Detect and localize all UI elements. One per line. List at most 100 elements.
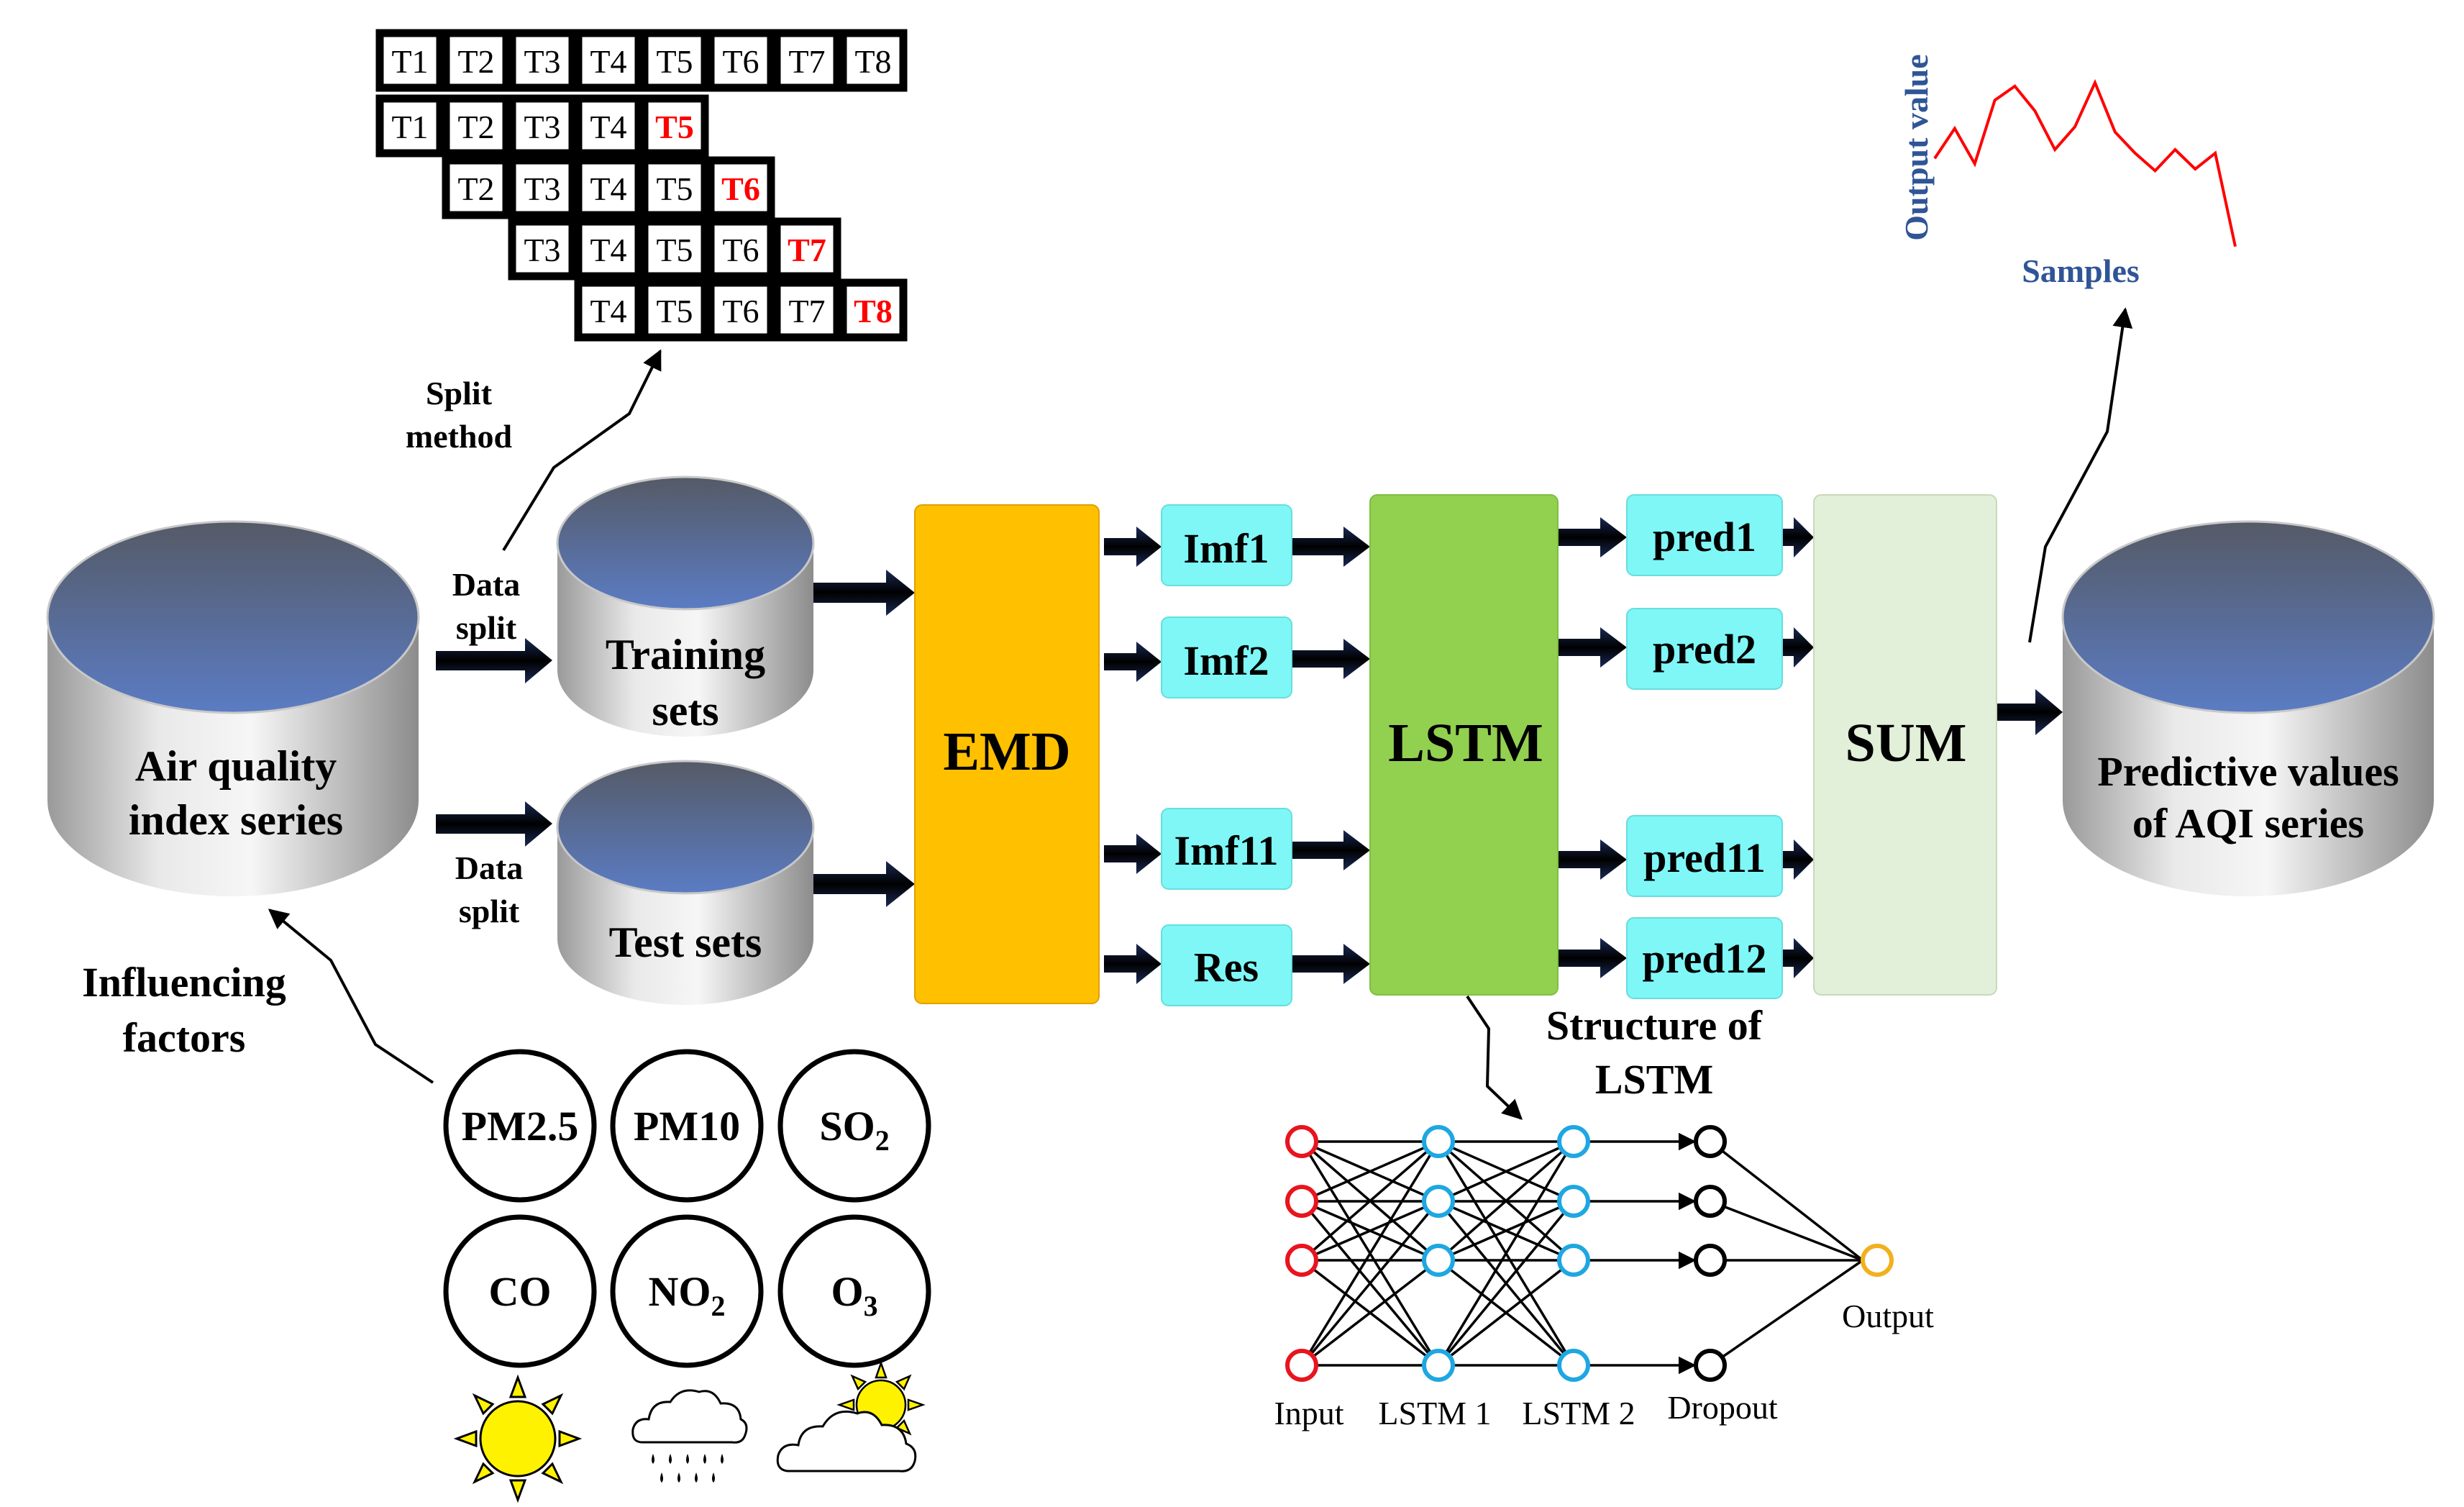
split-cell: T4 — [574, 278, 643, 342]
training-sets-label-line1: Training — [606, 631, 765, 678]
split-cell-label: T5 — [656, 43, 693, 80]
pred12-label: pred12 — [1643, 935, 1767, 982]
arrow-emd-to-imf2 — [1104, 642, 1162, 682]
network-node — [1285, 1244, 1318, 1277]
structure-of-lstm-line1: Structure of — [1546, 1002, 1763, 1049]
pred11-label: pred11 — [1643, 834, 1766, 881]
split-cell: T6 — [706, 29, 775, 92]
pollutant-label: PM10 — [634, 1103, 740, 1149]
test-sets-label: Test sets — [609, 919, 762, 966]
split-cell-label: T6 — [722, 43, 759, 80]
network-edge — [1301, 1200, 1439, 1262]
sum-block: SUM — [1813, 494, 1997, 996]
network-node — [1285, 1185, 1318, 1218]
split-cell: T1 — [375, 29, 444, 92]
split-cell: T5 — [640, 278, 709, 342]
split-cell: T3 — [508, 29, 577, 92]
split-cell: T6 — [706, 278, 775, 342]
network-edge — [1438, 1140, 1574, 1203]
structure-of-lstm-line2: LSTM — [1595, 1056, 1713, 1103]
split-cell-label: T4 — [590, 170, 626, 207]
split-cell-label: T7 — [788, 43, 825, 80]
network-node — [1694, 1185, 1727, 1218]
network-edge — [1710, 1200, 1863, 1262]
split-cell-label: T4 — [590, 232, 626, 268]
arrow-lstm-to-pred1 — [1558, 517, 1627, 557]
network-edge — [1437, 1200, 1575, 1367]
influencing-factors-arrow — [268, 909, 434, 1084]
sun-icon — [453, 1374, 583, 1503]
emd-label: EMD — [943, 721, 1070, 782]
predictive-values-line2: of AQI series — [2132, 800, 2364, 847]
arrow-imf1-to-lstm — [1292, 527, 1370, 567]
data-split-top-line2: split — [456, 609, 517, 646]
network-edge — [1437, 1141, 1575, 1366]
split-cell: T3 — [508, 156, 577, 219]
split-cell-label: T6 — [722, 232, 759, 268]
chart-xlabel: Samples — [2022, 252, 2140, 289]
arrow-pred12-to-sum — [1782, 938, 1814, 978]
split-cell-label: T2 — [457, 170, 494, 207]
layer-label-lstm2: LSTM 2 — [1522, 1395, 1635, 1431]
split-cell: T5 — [640, 217, 709, 281]
pred-boxes: pred1 pred2 pred11 pred12 — [1626, 494, 1783, 999]
pollutant-circle: CO — [443, 1214, 597, 1368]
split-cell-label: T2 — [457, 109, 494, 145]
arrow-emd-to-imf1 — [1104, 527, 1162, 567]
arrow-aqi-to-test — [436, 801, 552, 847]
split-cell: T7 — [772, 217, 841, 281]
layer-label-output: Output — [1842, 1298, 1934, 1334]
split-cell: T4 — [574, 94, 643, 158]
split-cell: T7 — [772, 29, 841, 92]
training-sets-database: Training sets — [556, 475, 815, 737]
split-cell: T5 — [640, 156, 709, 219]
arrow-aqi-to-training — [436, 638, 552, 683]
split-cell-label: T8 — [854, 43, 891, 80]
pred2-label: pred2 — [1653, 626, 1756, 673]
pollutant-label: SO2 — [819, 1103, 889, 1157]
network-edge — [1710, 1259, 1863, 1367]
split-cell: T4 — [574, 156, 643, 219]
sum-label: SUM — [1845, 713, 1967, 773]
split-cell-label: T3 — [524, 170, 560, 207]
data-split-top-line1: Data — [452, 566, 521, 603]
split-cell: T6 — [706, 156, 775, 219]
arrow-emd-to-res — [1104, 944, 1162, 984]
split-cell-label: T4 — [590, 109, 626, 145]
block-arrows — [436, 517, 2063, 984]
network-edge — [1300, 1140, 1440, 1262]
split-cell-label: T5 — [656, 232, 693, 268]
arrow-lstm-to-pred11 — [1558, 839, 1627, 880]
network-node — [1422, 1185, 1455, 1218]
arrow-res-to-lstm — [1292, 944, 1370, 984]
lstm-block: LSTM — [1369, 494, 1559, 996]
imf-boxes: Imf1 Imf2 Imf11 Res — [1161, 504, 1292, 1006]
network-node — [1694, 1125, 1727, 1158]
layer-label-dropout: Dropout — [1667, 1389, 1778, 1426]
layer-label-input: Input — [1274, 1395, 1343, 1431]
split-cell: T4 — [574, 29, 643, 92]
split-cell-label: T1 — [391, 43, 428, 80]
arrow-pred2-to-sum — [1782, 627, 1814, 668]
pollutant-label: NO2 — [649, 1268, 726, 1322]
test-sets-database: Test sets — [556, 760, 815, 1005]
arrow-sum-to-predictive — [1997, 689, 2063, 735]
network-edge — [1438, 1200, 1574, 1262]
split-cell: T2 — [442, 29, 511, 92]
influencing-factors-line2: factors — [123, 1014, 246, 1061]
imf1-label: Imf1 — [1183, 525, 1269, 572]
pred1-label: pred1 — [1653, 514, 1756, 560]
network-edge — [1300, 1259, 1440, 1367]
network-node — [1694, 1244, 1727, 1277]
split-cell: T8 — [839, 29, 908, 92]
network-node — [1694, 1349, 1727, 1382]
partly-cloudy-icon — [776, 1360, 926, 1472]
lstm-network-diagram: Input LSTM 1 LSTM 2 Dropout Output — [1274, 1125, 1934, 1431]
pollutant-circle: SO2 — [777, 1049, 931, 1203]
arrow-lstm-to-pred12 — [1558, 938, 1627, 978]
split-cell-label: T5 — [656, 293, 693, 329]
data-split-bottom-line2: split — [459, 893, 520, 929]
